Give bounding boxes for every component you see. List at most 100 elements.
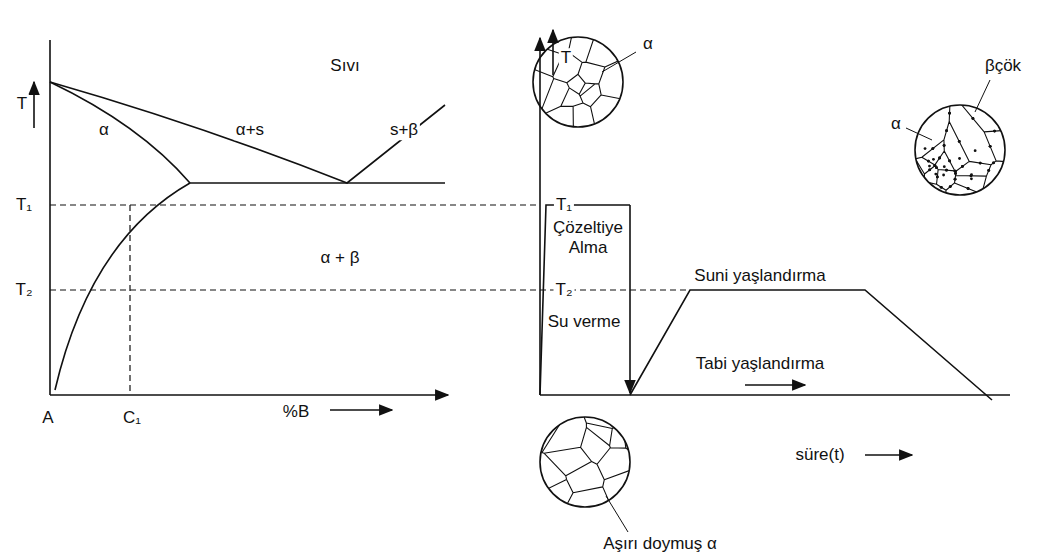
t2-dashed-line [50, 289, 540, 290]
precipitate [934, 173, 937, 176]
axis-arrow [552, 30, 554, 75]
precipitate [931, 147, 934, 150]
t1-dashed-line [50, 204, 540, 205]
precipitate [954, 170, 957, 173]
precipitate [992, 161, 995, 164]
precipitate [989, 145, 992, 148]
precipitate [928, 165, 931, 168]
micrograph-circle [915, 105, 1005, 195]
precipitate [958, 157, 961, 160]
precipitate [948, 112, 951, 115]
precipitate [940, 186, 943, 189]
phase-label: α [641, 34, 655, 54]
precipitate [945, 129, 948, 132]
precipitate [943, 144, 946, 147]
precipitate [974, 149, 977, 152]
precipitate [927, 160, 930, 163]
temperature-axis [539, 38, 541, 395]
phase-label: Sıvı [328, 56, 361, 76]
phase-label: α + β [319, 248, 362, 268]
phase-label: α [889, 114, 903, 134]
precipitate [936, 175, 939, 178]
axis-label: T [559, 48, 573, 68]
microstructure [915, 105, 1005, 195]
grain-boundaries [915, 105, 1005, 195]
precipitate [931, 147, 934, 150]
precipitate [933, 164, 936, 167]
precipitate [936, 175, 939, 178]
precipitate [954, 178, 957, 181]
temperature-label: T₁ [14, 195, 34, 215]
solvus-line [55, 183, 190, 390]
precipitate [938, 157, 941, 160]
axis-arrow [865, 454, 912, 456]
axis-label: %B [281, 402, 311, 422]
precipitate [993, 130, 996, 133]
eutectic-line [190, 182, 445, 184]
microstructure [540, 417, 630, 507]
process-label: Suni yaşlandırma [692, 266, 827, 286]
precipitate [928, 168, 931, 171]
artificial-aging-line [630, 290, 992, 400]
axis-label: A [40, 408, 55, 428]
precipitate [948, 160, 951, 163]
axis-label: süre(t) [793, 445, 846, 465]
c1-dashed-line [129, 205, 130, 395]
precipitate [961, 165, 964, 168]
process-label: Tabi yaşlandırma [694, 354, 827, 374]
grain-boundaries [540, 417, 630, 507]
precipitate [932, 158, 935, 161]
precipitate [927, 160, 930, 163]
leader-line [975, 80, 990, 112]
axis-arrow [330, 409, 392, 411]
precipitate [972, 117, 975, 120]
aging-arrow [745, 384, 805, 386]
precipitate [940, 186, 943, 189]
precipitate [948, 112, 951, 115]
time-axis [540, 394, 1010, 396]
precipitate [949, 185, 952, 188]
precipitate [943, 144, 946, 147]
phase-label: α [97, 120, 111, 140]
axis-label: T [15, 94, 29, 114]
temperature-label: T₂ [554, 280, 575, 300]
solution-treatment-line [540, 205, 630, 395]
precipitate [945, 169, 948, 172]
precipitate [924, 147, 927, 150]
composition-axis [50, 394, 448, 396]
precipitate [979, 162, 982, 165]
precipitate [958, 140, 961, 143]
precipitate [972, 117, 975, 120]
precipitate [943, 165, 946, 168]
leader-line [606, 496, 628, 532]
precipitate [933, 164, 936, 167]
microstructure [533, 37, 623, 127]
precipitate [948, 160, 951, 163]
precipitate [949, 185, 952, 188]
precipitate [938, 157, 941, 160]
precipitate [928, 168, 931, 171]
composition-label: C₁ [121, 408, 143, 428]
precipitate [987, 169, 990, 172]
precipitate [954, 178, 957, 181]
axis-arrow [33, 82, 35, 128]
precipitate [970, 173, 973, 176]
precipitate [961, 165, 964, 168]
micrograph-circle [540, 417, 630, 507]
temperature-axis [49, 40, 51, 395]
precipitate [935, 166, 938, 169]
grain-boundaries [533, 37, 623, 127]
process-label: Su verme [546, 312, 623, 332]
precipitate [958, 140, 961, 143]
solidus-line [50, 82, 190, 183]
precipitate [987, 169, 990, 172]
temperature-label: T₂ [14, 280, 35, 300]
precipitate [954, 170, 957, 173]
precipitate [979, 162, 982, 165]
phase-label: α+s [234, 120, 266, 140]
liquidus-line [50, 82, 445, 183]
process-label: Çözeltiye Alma [547, 218, 629, 257]
precipitate [992, 161, 995, 164]
precipitate [945, 129, 948, 132]
